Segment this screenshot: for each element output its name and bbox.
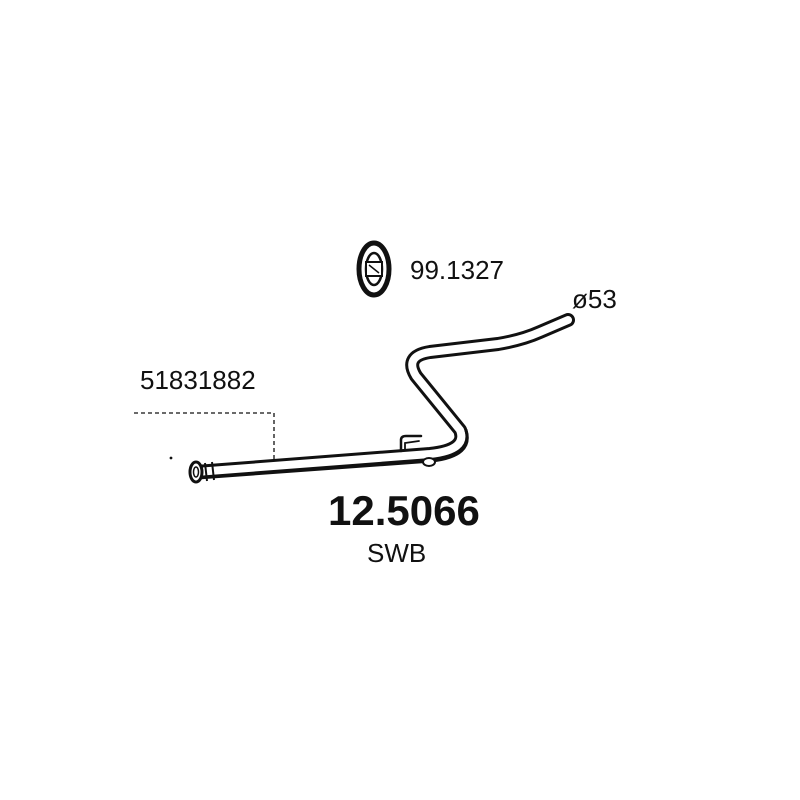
hanger-code-label: 99.1327: [410, 255, 504, 285]
rubber-hanger-icon: [356, 240, 392, 298]
part-number-label: 12.5066: [328, 487, 480, 534]
pipe-diameter-label: ø53: [572, 284, 617, 314]
hanger-bracket: [399, 434, 423, 453]
inlet-flange: [188, 460, 215, 484]
pipe-boss: [422, 457, 436, 467]
reference-dot: [169, 456, 173, 460]
exhaust-pipe: [189, 313, 575, 480]
variant-label: SWB: [367, 538, 427, 568]
oem-reference-label: 51831882: [140, 365, 256, 395]
oem-leader-line: [134, 412, 275, 460]
